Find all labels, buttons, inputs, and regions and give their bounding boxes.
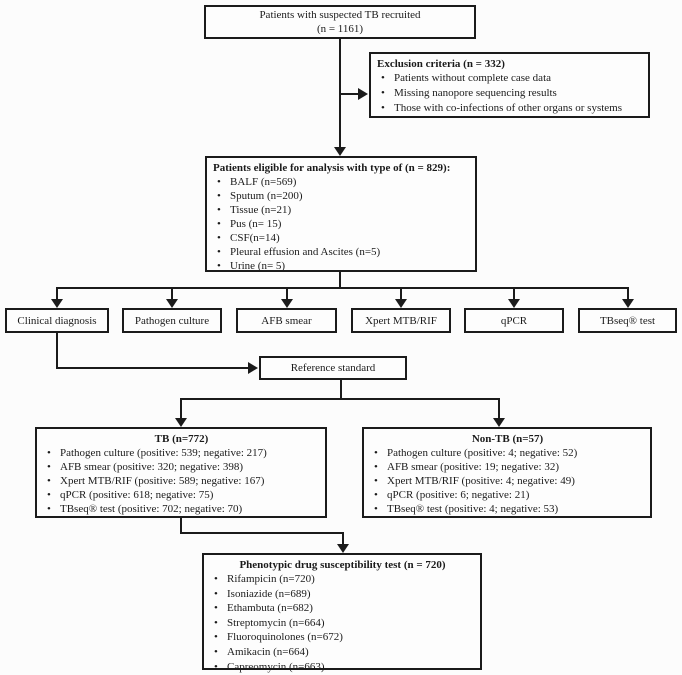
box-suspected-tb-line1: Patients with suspected TB recruited (259, 9, 421, 21)
eligible-item: Pus (n= 15) (213, 217, 471, 231)
exclusion-item: Patients without complete case data (377, 71, 644, 86)
tb-item: Pathogen culture (positive: 539; negativ… (43, 446, 320, 460)
connector-fan-1 (56, 287, 58, 301)
connector-eligible-stem (339, 272, 341, 289)
non-tb-title: Non-TB (n=57) (471, 433, 544, 445)
box-phenotypic-dst: Phenotypic drug susceptibility test (n =… (202, 553, 482, 674)
connector-tb-right (180, 532, 344, 534)
connector-fan-6 (627, 287, 629, 301)
eligible-item: Sputum (n=200) (213, 189, 471, 203)
connector-fan-rail (56, 287, 629, 289)
arrowhead-into-clinical-diagnosis (51, 299, 63, 308)
box-exclusion-criteria: Exclusion criteria (n = 332) Patients wi… (369, 52, 650, 118)
exclusion-list: Patients without complete case data Miss… (377, 71, 644, 116)
eligible-item: BALF (n=569) (213, 175, 471, 189)
arrowhead-into-exclusion (358, 88, 368, 100)
dst-item: Capreomycin (n=663) (210, 660, 475, 675)
eligible-item: Tissue (n=21) (213, 203, 471, 217)
connector-fan-2 (171, 287, 173, 301)
connector-dst-stem (342, 532, 344, 545)
arrowhead-into-tb (175, 418, 187, 427)
dst-item: Rifampicin (n=720) (210, 572, 475, 587)
eligible-item: Urine (n= 5) (213, 259, 471, 273)
arrowhead-into-xpert (395, 299, 407, 308)
connector-clinical-right (56, 367, 249, 369)
tb-list: Pathogen culture (positive: 539; negativ… (43, 446, 320, 516)
non-tb-list: Pathogen culture (positive: 4; negative:… (370, 446, 645, 516)
connector-fan-3 (286, 287, 288, 301)
arrowhead-into-qpcr (508, 299, 520, 308)
connector-split-rail (180, 398, 500, 400)
connector-fan-4 (400, 287, 402, 301)
box-test-xpert-mtb-rif: Xpert MTB/RIF (351, 308, 451, 333)
box-test-afb-smear: AFB smear (236, 308, 337, 333)
arrowhead-into-reference (248, 362, 258, 374)
exclusion-title: Exclusion criteria (n = 332) (377, 58, 505, 70)
connector-reference-stem (340, 380, 342, 400)
connector-clinical-down (56, 333, 58, 369)
tb-item: TBseq® test (positive: 702; negative: 70… (43, 502, 320, 516)
tb-item: qPCR (positive: 618; negative: 75) (43, 488, 320, 502)
box-eligible-patients: Patients eligible for analysis with type… (205, 156, 477, 273)
box-reference-standard: Reference standard (259, 356, 407, 380)
box-test-clinical-diagnosis: Clinical diagnosis (5, 308, 109, 333)
non-tb-item: AFB smear (positive: 19; negative: 32) (370, 460, 645, 474)
non-tb-item: Xpert MTB/RIF (positive: 4; negative: 49… (370, 474, 645, 488)
eligible-item: CSF(n=14) (213, 231, 471, 245)
connector-to-tb (180, 398, 182, 419)
box-suspected-tb: Patients with suspected TB recruited (n … (204, 5, 476, 39)
dst-item: Ethambuta (n=682) (210, 601, 475, 616)
box-non-tb-group: Non-TB (n=57) Pathogen culture (positive… (362, 427, 652, 518)
connector-to-non-tb (498, 398, 500, 419)
exclusion-item: Missing nanopore sequencing results (377, 86, 644, 101)
non-tb-item: Pathogen culture (positive: 4; negative:… (370, 446, 645, 460)
dst-title: Phenotypic drug susceptibility test (n =… (239, 559, 446, 571)
connector-fan-5 (513, 287, 515, 301)
tb-item: Xpert MTB/RIF (positive: 589; negative: … (43, 474, 320, 488)
dst-item: Isoniazide (n=689) (210, 587, 475, 602)
dst-item: Streptomycin (n=664) (210, 616, 475, 631)
arrowhead-into-pathogen-culture (166, 299, 178, 308)
dst-item: Fluoroquinolones (n=672) (210, 630, 475, 645)
box-suspected-tb-count: (n = 1161) (316, 23, 364, 35)
exclusion-item: Those with co-infections of other organs… (377, 101, 644, 116)
tb-title: TB (n=772) (154, 433, 209, 445)
box-test-pathogen-culture: Pathogen culture (122, 308, 222, 333)
eligible-list: BALF (n=569) Sputum (n=200) Tissue (n=21… (213, 175, 471, 273)
arrowhead-into-non-tb (493, 418, 505, 427)
tb-item: AFB smear (positive: 320; negative: 398) (43, 460, 320, 474)
connector-to-exclusion (339, 93, 359, 95)
dst-item: Amikacin (n=664) (210, 645, 475, 660)
arrowhead-into-afb-smear (281, 299, 293, 308)
arrowhead-into-tbseq (622, 299, 634, 308)
non-tb-item: TBseq® test (positive: 4; negative: 53) (370, 502, 645, 516)
eligible-title: Patients eligible for analysis with type… (213, 162, 451, 174)
eligible-item: Pleural effusion and Ascites (n=5) (213, 245, 471, 259)
dst-list: Rifampicin (n=720) Isoniazide (n=689) Et… (210, 572, 475, 674)
box-test-qpcr: qPCR (464, 308, 564, 333)
arrowhead-into-dst (337, 544, 349, 553)
connector-tb-down (180, 518, 182, 534)
arrowhead-into-eligible (334, 147, 346, 156)
non-tb-item: qPCR (positive: 6; negative: 21) (370, 488, 645, 502)
box-test-tbseq: TBseq® test (578, 308, 677, 333)
box-tb-group: TB (n=772) Pathogen culture (positive: 5… (35, 427, 327, 518)
